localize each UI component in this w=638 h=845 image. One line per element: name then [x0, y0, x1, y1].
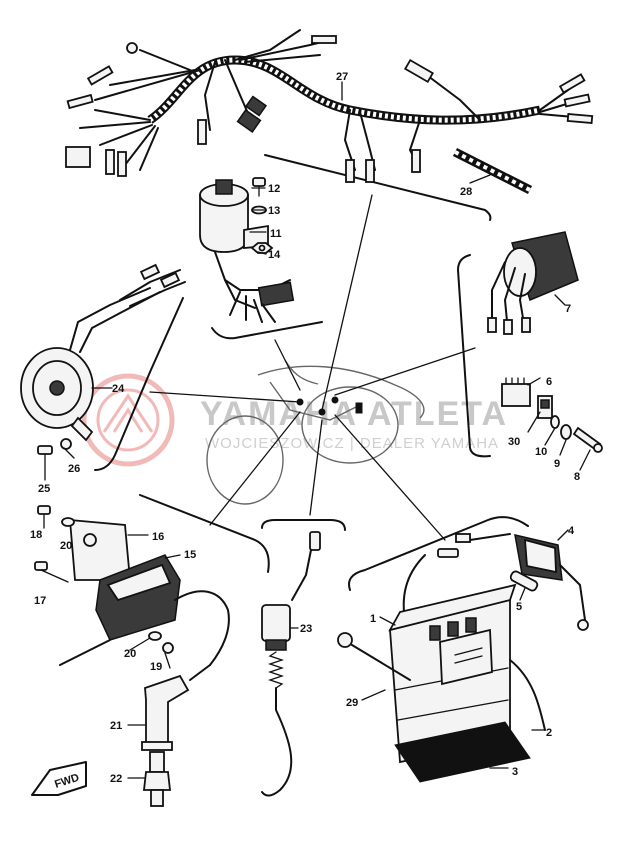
callout-20b: 20: [124, 648, 136, 660]
callout-8: 8: [574, 471, 580, 483]
watermark-logo: [81, 373, 175, 467]
callout-17: 17: [34, 595, 46, 607]
harness-connector-block: [65, 146, 91, 168]
stop-switch-assembly: [261, 531, 321, 797]
ignition-plug-group: [141, 664, 211, 807]
callout-12: 12: [268, 183, 280, 195]
callout-22: 22: [110, 773, 122, 785]
callout-1: 1: [370, 613, 376, 625]
callout-6: 6: [546, 376, 552, 388]
callout-25: 25: [38, 483, 50, 495]
callout-9: 9: [554, 458, 560, 470]
callout-26: 26: [68, 463, 80, 475]
callout-30: 30: [508, 436, 520, 448]
callout-18: 18: [30, 529, 42, 541]
group-brackets: [94, 154, 529, 591]
callout-27: 27: [336, 71, 348, 83]
forward-direction-marker: FWD: [31, 761, 87, 796]
callout-5: 5: [516, 601, 522, 613]
callout-13: 13: [268, 205, 280, 217]
callout-20a: 20: [60, 540, 72, 552]
callout-2: 2: [546, 727, 552, 739]
callout-23: 23: [300, 623, 312, 635]
battery-assembly: [337, 583, 546, 783]
watermark: YAMAHA ATLETA WOJCIESZOW.CZ | DEALER YAM…: [81, 373, 508, 467]
wire-harness: [65, 29, 594, 195]
watermark-subtitle: WOJCIESZOW.CZ | DEALER YAMAHA: [205, 435, 499, 452]
horn-assembly: [20, 263, 186, 473]
rectifier-unit: [487, 231, 579, 335]
cdi-unit-assembly: [34, 505, 230, 666]
callout-29: 29: [346, 697, 358, 709]
callout-14: 14: [268, 249, 281, 261]
callout-16: 16: [152, 531, 164, 543]
regulator-assembly: [501, 377, 603, 453]
leader-lines: [149, 194, 476, 541]
callout-labels: 1 2 3 4 5 6 7 8 9 10 11 12 13 14 15 16 1…: [30, 71, 580, 785]
callout-leaders: [44, 81, 591, 779]
callout-15: 15: [184, 549, 196, 561]
callout-21: 21: [110, 720, 122, 732]
callout-11: 11: [270, 228, 282, 240]
callout-10: 10: [535, 446, 547, 458]
callout-24: 24: [112, 383, 125, 395]
callout-7: 7: [565, 303, 571, 315]
callout-28: 28: [460, 186, 472, 198]
watermark-title: YAMAHA ATLETA: [200, 395, 508, 433]
callout-3: 3: [512, 766, 518, 778]
callout-4: 4: [568, 525, 575, 537]
callout-19: 19: [150, 661, 162, 673]
ignition-coil-assembly: [402, 533, 589, 631]
